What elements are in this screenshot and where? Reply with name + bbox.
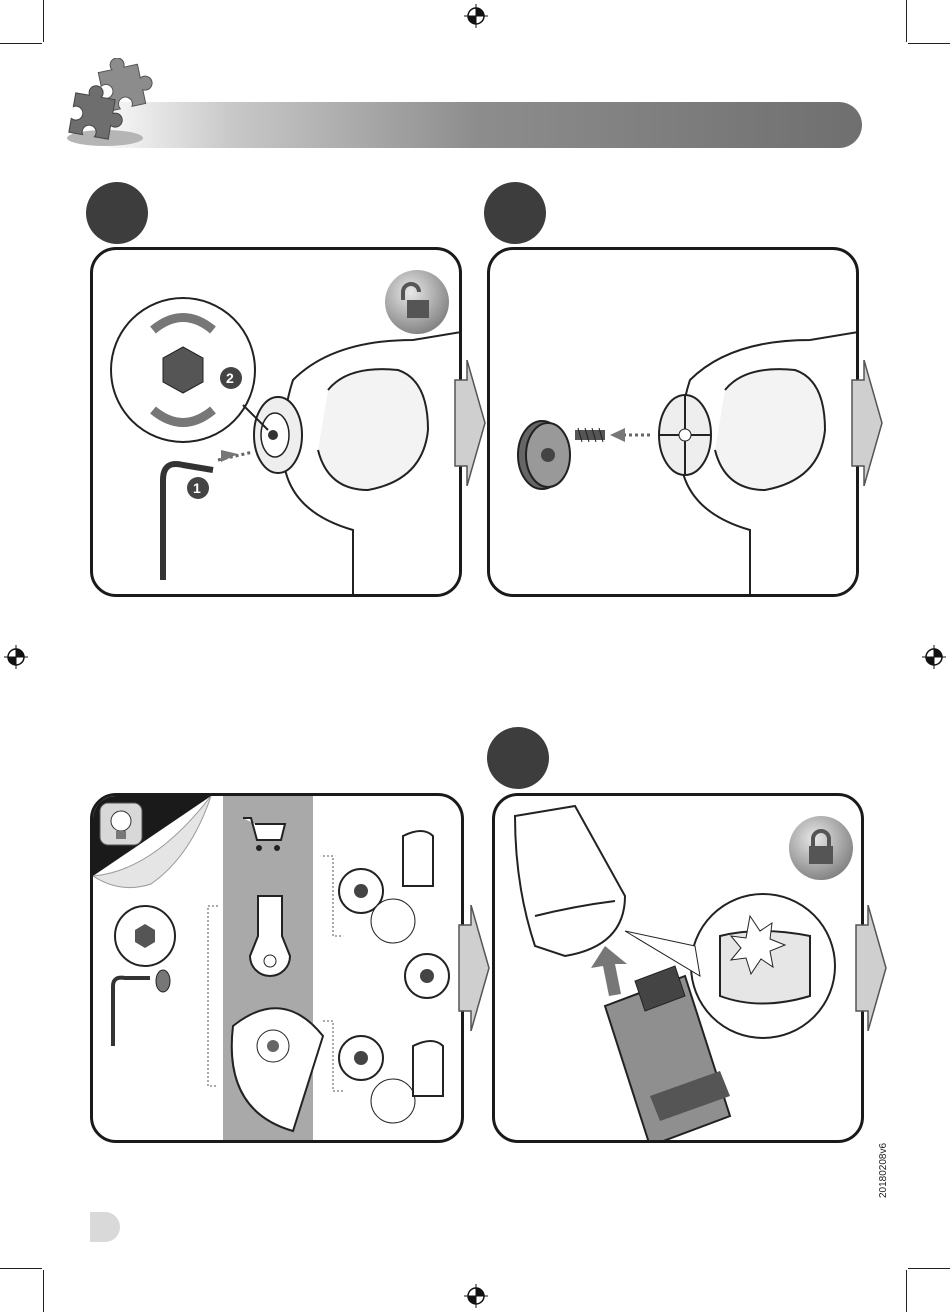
step-3-panel bbox=[90, 793, 464, 1143]
crop-mark bbox=[43, 1270, 44, 1312]
registration-mark-top bbox=[464, 4, 488, 28]
callout-number-1: 1 bbox=[193, 480, 201, 496]
puzzle-pieces-icon bbox=[62, 58, 162, 144]
next-step-arrow-1 bbox=[451, 360, 487, 486]
registration-mark-bottom bbox=[464, 1284, 488, 1308]
crop-mark bbox=[0, 1268, 42, 1269]
crop-mark bbox=[0, 43, 42, 44]
registration-mark-left bbox=[4, 645, 28, 669]
crop-mark bbox=[906, 1270, 907, 1312]
step-4-marker bbox=[487, 727, 549, 789]
shopping-cart-icon bbox=[241, 814, 287, 854]
header-banner bbox=[60, 55, 865, 155]
step-2-illustration bbox=[490, 250, 856, 594]
next-step-arrow-2 bbox=[848, 360, 884, 486]
next-step-arrow-4 bbox=[852, 905, 888, 1031]
crop-mark bbox=[908, 43, 950, 44]
step-4-panel bbox=[492, 793, 864, 1143]
step-2-panel bbox=[487, 247, 859, 597]
crop-mark bbox=[906, 0, 907, 42]
callout-number-2: 2 bbox=[226, 370, 234, 386]
crop-mark bbox=[908, 1268, 950, 1269]
step-1-panel: 2 1 bbox=[90, 247, 462, 597]
unlock-icon bbox=[383, 268, 451, 336]
page-number-tab bbox=[90, 1212, 120, 1242]
registration-mark-right bbox=[922, 645, 946, 669]
lock-icon bbox=[787, 814, 855, 882]
step-1-marker bbox=[86, 182, 148, 244]
next-step-arrow-3 bbox=[455, 905, 491, 1031]
crop-mark bbox=[43, 0, 44, 42]
tip-lightbulb-icon bbox=[98, 801, 144, 847]
print-code: 20180208v6 bbox=[878, 1143, 889, 1198]
step-2-marker bbox=[484, 182, 546, 244]
